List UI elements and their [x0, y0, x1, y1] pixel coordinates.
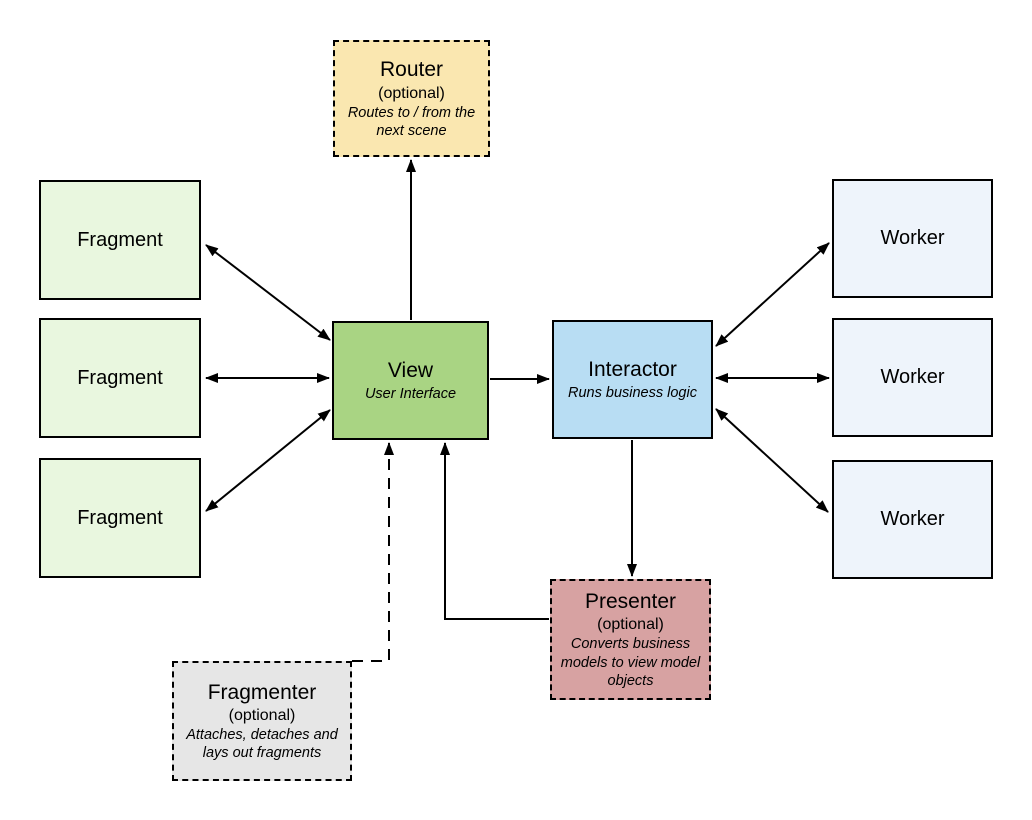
node-fragment-2: Fragment — [39, 318, 201, 438]
fragmenter-title: Fragmenter — [207, 680, 317, 704]
arrow-interactor-worker3 — [715, 408, 829, 513]
node-interactor: Interactor Runs business logic — [552, 320, 713, 439]
node-router: Router (optional) Routes to / from the n… — [333, 40, 490, 157]
arrow-presenter-view — [440, 442, 549, 620]
arrow-fragmenter-view — [352, 442, 394, 662]
interactor-description: Runs business logic — [568, 384, 697, 401]
fragmenter-description: Attaches, detaches and lays out fragment… — [186, 727, 338, 762]
worker1-label: Worker — [880, 227, 945, 249]
node-fragment-1: Fragment — [39, 180, 201, 300]
presenter-optional-label: (optional) — [597, 616, 664, 634]
node-presenter: Presenter (optional) Converts business m… — [550, 579, 711, 700]
arrow-fragment1-view — [205, 244, 331, 341]
arrow-interactor-worker1 — [715, 242, 830, 347]
router-title: Router — [379, 58, 444, 82]
node-worker-2: Worker — [832, 318, 993, 437]
presenter-title: Presenter — [584, 590, 677, 614]
presenter-description: Converts business models to view model o… — [560, 636, 701, 689]
fragmenter-optional-label: (optional) — [228, 707, 296, 724]
node-worker-1: Worker — [832, 179, 993, 298]
worker3-label: Worker — [880, 508, 945, 530]
fragment1-label: Fragment — [77, 228, 163, 251]
node-fragment-3: Fragment — [39, 458, 201, 578]
interactor-title: Interactor — [588, 358, 677, 382]
router-optional-label: (optional) — [378, 84, 445, 102]
router-description: Routes to / from the next scene — [347, 104, 476, 139]
fragment3-label: Fragment — [77, 506, 163, 529]
node-worker-3: Worker — [832, 460, 993, 579]
node-fragmenter: Fragmenter (optional) Attaches, detaches… — [172, 661, 352, 781]
worker2-label: Worker — [880, 366, 945, 388]
fragment2-label: Fragment — [77, 366, 163, 389]
node-view: View User Interface — [332, 321, 489, 440]
arrow-fragment3-view — [205, 409, 331, 512]
view-title: View — [387, 359, 434, 383]
view-description: User Interface — [364, 385, 457, 402]
